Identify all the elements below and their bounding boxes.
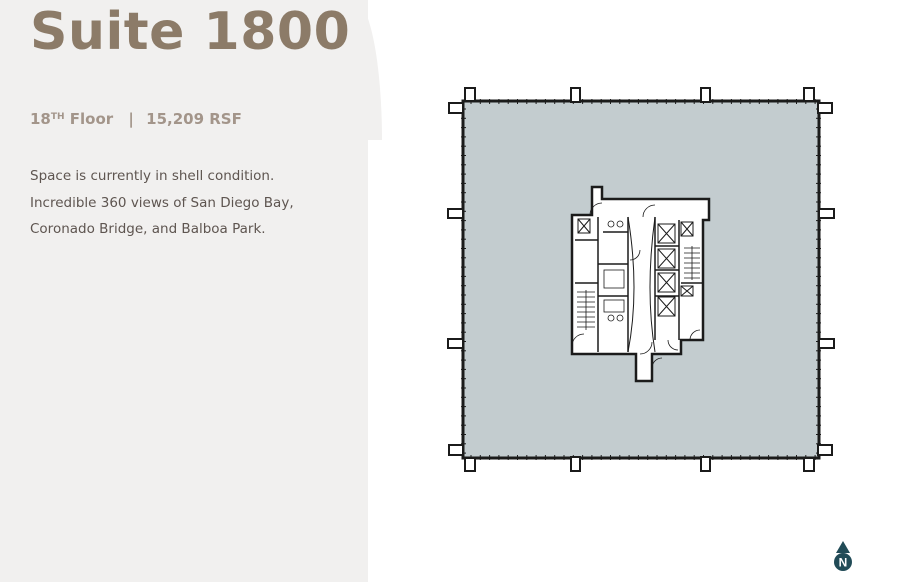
door-swing [667, 339, 679, 351]
fixture [616, 314, 624, 322]
description-line: Space is currently in shell condition. [30, 168, 275, 184]
door-swing [639, 341, 653, 355]
door-swings [571, 202, 701, 369]
fixture [603, 269, 625, 289]
door-swing [589, 202, 603, 216]
column-corner-sw [448, 444, 476, 472]
door-swing [651, 357, 663, 369]
elevator-shaft [657, 223, 676, 244]
column-corner-nw [448, 87, 476, 114]
elevator-cross [680, 285, 694, 297]
north-arrow-icon: N [834, 541, 852, 571]
suite-title: Suite 1800 [30, 2, 351, 62]
central-corridor [627, 216, 656, 353]
description-line: Incredible 360 views of San Diego Bay, [30, 194, 294, 211]
fixture [607, 220, 615, 228]
elevator-shaft [657, 272, 676, 293]
elevator-shaft [680, 285, 694, 297]
restroom-fixtures [603, 220, 625, 322]
column-right [818, 208, 835, 219]
rentable-area: 15,209 RSF [146, 110, 242, 128]
floor-word: Floor [69, 110, 114, 128]
column-left [447, 338, 464, 349]
stair-treads [684, 246, 700, 280]
column-right [818, 338, 835, 349]
elevator-cross [680, 221, 694, 237]
fixture [607, 314, 615, 322]
elevator-cross [657, 223, 676, 244]
elevator-shaft [657, 296, 676, 317]
stair-treads [577, 290, 595, 330]
column-corner-se [803, 444, 833, 472]
elevator-cross [657, 296, 676, 317]
column-corner-ne [803, 87, 833, 114]
elevator-cross [657, 272, 676, 293]
door-swing [571, 333, 585, 347]
column-top [570, 87, 581, 103]
elevator-shaft [577, 218, 591, 234]
column-top [700, 87, 711, 103]
core-inner-walls [575, 217, 703, 352]
elevator-shaft [657, 248, 676, 269]
elevator-shafts [577, 218, 694, 317]
column-left [447, 208, 464, 219]
fixture [603, 299, 625, 313]
stairwells [577, 246, 700, 330]
separator: | [128, 110, 134, 128]
building-core [570, 185, 711, 383]
door-swing [642, 204, 656, 218]
door-swing [689, 329, 701, 341]
elevator-cross [577, 218, 591, 234]
fixture [616, 220, 624, 228]
elevator-shaft [680, 221, 694, 237]
door-swing [629, 249, 641, 261]
floor-suffix: TH [50, 112, 65, 122]
floor-info: 18TH Floor | 15,209 RSF [30, 110, 242, 128]
building-columns [447, 87, 835, 472]
column-bottom [570, 456, 581, 472]
north-label: N [839, 556, 848, 570]
column-bottom [700, 456, 711, 472]
suite-description: Space is currently in shell condition. I… [30, 163, 350, 243]
description-line: Coronado Bridge, and Balboa Park. [30, 221, 266, 237]
elevator-cross [657, 248, 676, 269]
floor-number: 18 [30, 110, 51, 128]
